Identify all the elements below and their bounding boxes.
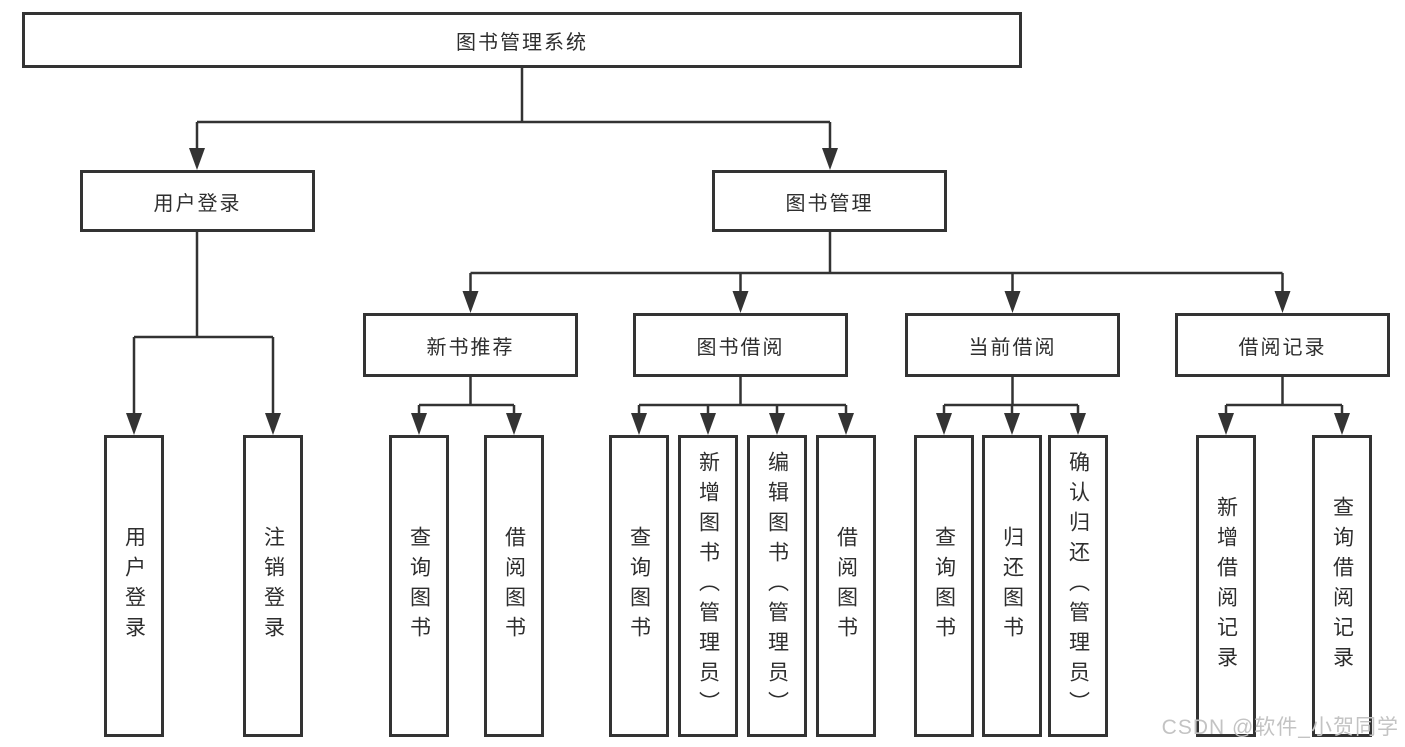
leaf-query-borrow-record: 查询借阅记录	[1312, 435, 1372, 737]
arrow-down-icon	[462, 291, 479, 313]
leaf-query-books: 查询图书	[609, 435, 669, 737]
connector-book-mgmt	[469, 232, 1284, 293]
connector-borrow-records	[1224, 377, 1344, 415]
arrow-down-icon	[1004, 413, 1020, 435]
leaf-query-books-current: 查询图书	[914, 435, 974, 737]
arrow-down-icon	[732, 291, 749, 313]
arrow-down-icon	[1334, 413, 1350, 435]
leaf-add-borrow-record: 新增借阅记录	[1196, 435, 1256, 737]
connector-new-books	[417, 377, 516, 415]
arrow-down-icon	[265, 413, 281, 435]
leaf-logout: 注销登录	[243, 435, 303, 737]
csdn-watermark: CSDN @软件_小贺同学	[1161, 716, 1399, 739]
leaf-add-books-admin: 新增图书（管理员）	[678, 435, 738, 737]
connector-book-borrow	[637, 377, 848, 415]
node-user-login: 用户登录	[80, 170, 315, 232]
arrow-down-icon	[189, 148, 205, 170]
leaf-borrow-books-recommend: 借阅图书	[484, 435, 544, 737]
arrow-down-icon	[506, 413, 522, 435]
arrow-down-icon	[1070, 413, 1086, 435]
arrow-down-icon	[822, 148, 838, 170]
leaf-return-books: 归还图书	[982, 435, 1042, 737]
arrow-down-icon	[700, 413, 716, 435]
leaf-query-books-recommend: 查询图书	[389, 435, 449, 737]
connector-root	[195, 68, 832, 150]
arrow-down-icon	[1218, 413, 1234, 435]
arrow-down-icon	[126, 413, 142, 435]
leaf-borrow-books: 借阅图书	[816, 435, 876, 737]
arrow-down-icon	[1274, 291, 1291, 313]
node-book-management: 图书管理	[712, 170, 947, 232]
arrow-down-icon	[411, 413, 427, 435]
arrow-down-icon	[631, 413, 647, 435]
node-library-management-system: 图书管理系统	[22, 12, 1022, 68]
leaf-edit-books-admin: 编辑图书（管理员）	[747, 435, 807, 737]
arrow-down-icon	[838, 413, 854, 435]
node-current-borrow: 当前借阅	[905, 313, 1120, 377]
arrow-down-icon	[1004, 291, 1021, 313]
connector-user-login	[132, 232, 275, 415]
node-book-borrow: 图书借阅	[633, 313, 848, 377]
connector-current-borrow	[942, 377, 1080, 415]
arrow-down-icon	[769, 413, 785, 435]
arrow-down-icon	[936, 413, 952, 435]
leaf-user-login: 用户登录	[104, 435, 164, 737]
node-borrow-records: 借阅记录	[1175, 313, 1390, 377]
node-new-book-recommend: 新书推荐	[363, 313, 578, 377]
leaf-confirm-return-admin: 确认归还（管理员）	[1048, 435, 1108, 737]
